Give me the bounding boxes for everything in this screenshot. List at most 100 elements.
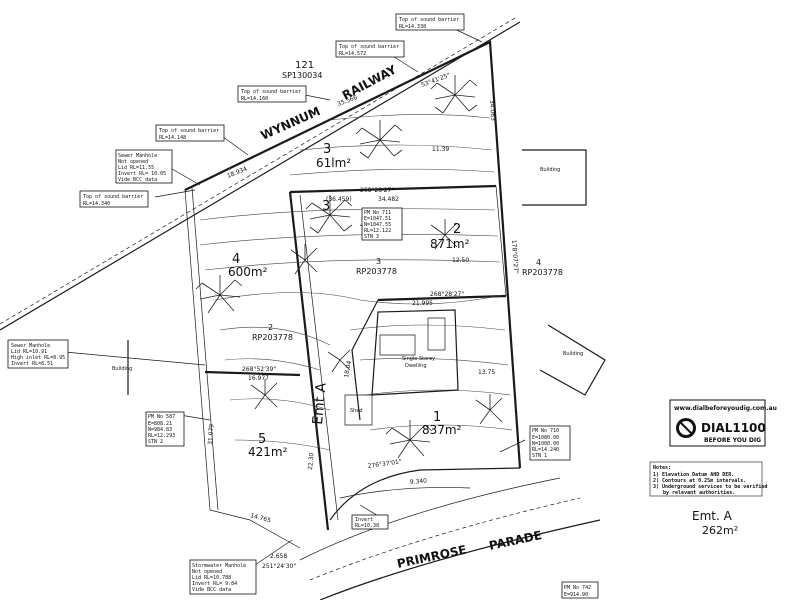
dim-text: 13.75 <box>478 369 495 376</box>
svg-text:Sewer Manhole: Sewer Manhole <box>118 153 157 159</box>
contours <box>199 114 513 451</box>
neighbour-buildings <box>127 149 606 396</box>
callout-pm-710: PM No 710 E=1080.00 N=1000.00 RL=14.240 … <box>529 425 571 461</box>
shed-label: Shed <box>350 408 363 414</box>
svg-text:Invert RL=8.51: Invert RL=8.51 <box>11 361 53 367</box>
svg-text:Vide BCC data: Vide BCC data <box>118 177 157 183</box>
callout-pm-587: PM No 587 E=808.21 N=984.83 RL=12.293 ST… <box>145 411 185 447</box>
lot-1-label: 1 <box>433 410 441 425</box>
dim-text: 11.39 <box>432 146 449 153</box>
svg-text:Top of sound barrier: Top of sound barrier <box>241 89 301 95</box>
rp-3-label: 3 <box>376 257 381 266</box>
svg-text:Lid RL=10.788: Lid RL=10.788 <box>192 575 231 581</box>
callout-sound-barrier-5: Top of sound barrier RL=14.340 <box>79 190 149 208</box>
lot-5-label: 5 <box>258 432 266 447</box>
svg-text:Invert RL= 10.05: Invert RL= 10.05 <box>118 171 166 177</box>
svg-text:RL=14.572: RL=14.572 <box>339 51 366 57</box>
svg-text:E=1047.51: E=1047.51 <box>364 216 391 222</box>
svg-text:PM No 711: PM No 711 <box>364 210 391 216</box>
lot-121-ref: SP130034 <box>282 71 322 80</box>
dim-text: 2.658 <box>270 553 287 560</box>
callout-sound-barrier-4: Top of sound barrier RL=14.148 <box>155 124 225 142</box>
svg-text:RL=14.340: RL=14.340 <box>83 201 110 207</box>
svg-text:Sewer Manhole: Sewer Manhole <box>11 343 50 349</box>
note-line: by relevant authorities. <box>663 490 735 496</box>
callout-sound-barrier-2: Top of sound barrier RL=14.572 <box>335 40 405 58</box>
note-line: 1) Elevation Datum AHD DER. <box>653 472 734 478</box>
easement-title: Emt. A <box>692 509 733 523</box>
dim-text: 34.063 <box>488 100 496 122</box>
dim-text: 251°24'30" <box>262 563 296 570</box>
lot-4-label: 4 <box>232 252 240 267</box>
building-label-2: Building <box>563 351 583 357</box>
callout-pm-742: PM No 742 E=914.90 <box>561 581 599 599</box>
svg-text:Vide BCC data: Vide BCC data <box>192 587 231 593</box>
dim-text: 276°37'01" <box>367 458 402 470</box>
svg-text:Lid RL=10.91: Lid RL=10.91 <box>11 349 47 355</box>
dial-logo-url: www.dialbeforeyoudig.com.au <box>674 405 777 412</box>
dim-text: 12.50 <box>452 257 469 264</box>
rp-4-label: 4 <box>536 258 541 267</box>
svg-text:E=914.90: E=914.90 <box>564 592 588 598</box>
svg-text:RL=10.38: RL=10.38 <box>355 523 379 529</box>
dial-logo-tagline: BEFORE YOU DIG <box>704 437 761 444</box>
svg-text:Top of sound barrier: Top of sound barrier <box>159 128 219 134</box>
lot-2-label: 2 <box>453 222 461 237</box>
svg-text:STN 2: STN 2 <box>148 439 163 445</box>
svg-text:Not opened: Not opened <box>192 569 222 575</box>
lot-boundaries <box>184 40 522 549</box>
svg-text:RL=14.148: RL=14.148 <box>159 135 186 141</box>
building-label-1: Building <box>540 167 560 173</box>
primrose-parade-road <box>299 477 601 600</box>
notes-title: Notes: <box>653 465 671 471</box>
svg-text:N=984.83: N=984.83 <box>148 427 172 433</box>
svg-text:RL=12.293: RL=12.293 <box>148 433 175 439</box>
callout-sewer-manhole-2: Sewer Manhole Lid RL=10.91 High inlet RL… <box>7 339 69 369</box>
lot-4-area: 600m² <box>228 265 268 279</box>
svg-text:Not opened: Not opened <box>118 159 148 165</box>
rp-3-ref: RP203778 <box>356 267 397 276</box>
callout-invert: Invert RL=10.38 <box>351 514 389 530</box>
easement-a-label: Emt A <box>310 382 330 426</box>
dimensions: 53°41'25" 35.566 18.934 268°28'27" (36.4… <box>207 72 519 570</box>
dim-text: 268°52'39" <box>242 366 276 373</box>
dwelling-label-2: Dwelling <box>405 363 427 369</box>
dim-text: 31.079 <box>207 424 215 446</box>
dial-logo-number: DIAL1100 <box>701 421 766 435</box>
dim-text: 268°28'27" <box>360 187 394 194</box>
svg-text:PM No 742: PM No 742 <box>564 585 591 591</box>
lot-3-label: 3 <box>323 142 331 157</box>
road-label-parade: PARADE <box>488 528 543 553</box>
dim-text: 18.04 <box>343 360 353 378</box>
svg-text:E=808.21: E=808.21 <box>148 421 172 427</box>
callout-sound-barrier-1: Top of sound barrier RL=14.338 <box>395 13 465 31</box>
rp-4-ref: RP203778 <box>522 268 563 277</box>
svg-text:STN 1: STN 1 <box>532 453 547 459</box>
lot-3-inner-label: 3 <box>322 199 330 214</box>
svg-text:RL=12.122: RL=12.122 <box>364 228 391 234</box>
svg-text:STN 3: STN 3 <box>364 234 379 240</box>
dim-text: 9.340 <box>410 478 428 486</box>
dwelling-label-1: Single Storey <box>402 356 435 362</box>
svg-text:Top of sound barrier: Top of sound barrier <box>339 44 399 50</box>
note-line: 3) Underground services to be verified <box>653 484 767 490</box>
svg-text:PM No 710: PM No 710 <box>532 428 559 434</box>
svg-text:PM No 587: PM No 587 <box>148 414 175 420</box>
dim-text: 178°07'27" <box>510 240 519 275</box>
dim-text: 22.30 <box>307 452 315 470</box>
callout-sound-barrier-3: Top of sound barrier RL=14.160 <box>237 85 307 103</box>
easement-area: 262m² <box>702 524 738 537</box>
dial-before-you-dig-logo: www.dialbeforeyoudig.com.au DIAL1100 BEF… <box>669 399 777 447</box>
rp-2-ref: RP203778 <box>252 333 293 342</box>
dim-text: 16.977 <box>248 375 269 382</box>
callout-stormwater-manhole: Stormwater Manhole Not opened Lid RL=10.… <box>189 559 257 595</box>
svg-text:RL=14.338: RL=14.338 <box>399 24 426 30</box>
svg-text:RL=14.240: RL=14.240 <box>532 447 559 453</box>
dim-text: 268°28'27" <box>430 291 464 298</box>
svg-text:N=1047.55: N=1047.55 <box>364 222 391 228</box>
lot-5-area: 421m² <box>248 445 288 459</box>
svg-text:Top of sound barrier: Top of sound barrier <box>399 17 459 23</box>
trees <box>195 75 503 459</box>
svg-text:N=1000.00: N=1000.00 <box>532 441 559 447</box>
